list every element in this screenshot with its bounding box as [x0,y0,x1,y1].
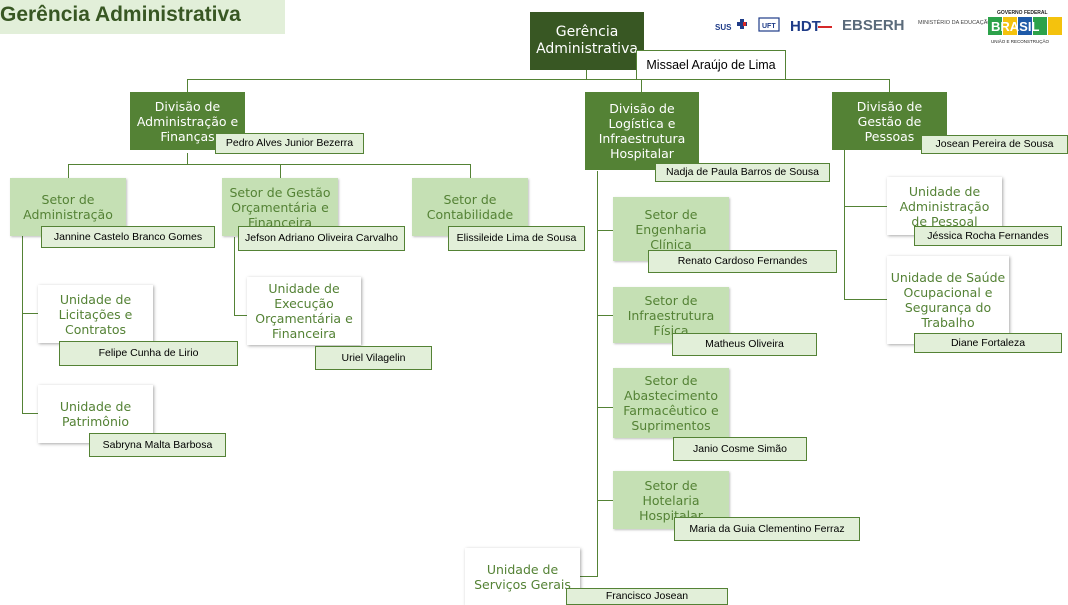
gov-logo-bottom: UNIÃO E RECONSTRUÇÃO [991,38,1050,44]
root-person: Missael Araújo de Lima [636,50,786,80]
person-janio: Janio Cosme Simão [673,437,807,461]
person-josean-pereira: Josean Pereira de Sousa [921,135,1068,154]
root-box: Gerência Administrativa [530,12,644,70]
hdt-logo: HDT [790,18,832,35]
mec-logo: MINISTÉRIO DA EDUCAÇÃO [918,19,992,26]
gov-logo-main: BRASIL [991,19,1039,34]
connector [68,164,69,178]
person-jefson: Jefson Adriano Oliveira Carvalho [238,226,405,251]
ebserh-logo: EBSERH [842,17,905,34]
unidade-servicos-gerais: Unidade de Serviços Gerais [465,548,580,605]
connector [280,164,281,178]
sus-logo-text: SUS [715,23,732,32]
page-title: Gerência Administrativa [0,3,241,26]
connector [187,79,188,92]
person-pedro: Pedro Alves Junior Bezerra [215,133,364,154]
connector [22,413,38,414]
person-renato: Renato Cardoso Fernandes [648,250,837,273]
hdt-logo-text: HDT [790,18,821,35]
setor-abastecimento-farmaceutico: Setor de Abastecimento Farmacêutico e Su… [613,368,729,438]
connector [187,79,890,80]
person-uriel: Uriel Vilagelin [315,346,432,370]
connector [597,171,598,577]
uft-logo: UFT [758,17,780,32]
person-felipe: Felipe Cunha de Lirio [59,341,238,366]
connector [187,153,188,164]
person-francisco: Francisco Josean [566,588,728,605]
person-sabryna: Sabryna Malta Barbosa [89,433,226,457]
mec-logo-text: MINISTÉRIO DA EDUCAÇÃO [918,19,992,26]
connector [844,206,887,207]
connector [22,236,23,414]
connector [597,315,613,316]
connector [22,313,38,314]
connector [597,500,613,501]
person-diane: Diane Fortaleza [914,333,1062,353]
connector [844,150,845,300]
connector [234,315,247,316]
unidade-execucao-orcamentaria: Unidade de Execução Orçamentária e Finan… [247,277,361,345]
connector [889,79,890,92]
person-matheus: Matheus Oliveira [672,333,817,356]
partner-logos: SUS UFT HDT EBSERH MINISTÉRIO DA EDUCAÇÃ… [715,10,1062,44]
connector [580,576,598,577]
gov-brasil-logo: GOVERNO FEDERAL BRASIL UNIÃO E RECONSTRU… [988,10,1062,44]
connector [68,164,471,165]
ebserh-logo-text: EBSERH [842,17,905,34]
person-maria-da-guia: Maria da Guia Clementino Ferraz [674,517,860,541]
gov-logo-top: GOVERNO FEDERAL [997,10,1048,16]
person-elissileide: Elissileide Lima de Sousa [448,226,585,251]
unidade-administracao-pessoal: Unidade de Administração de Pessoal [887,177,1002,235]
connector [586,70,587,80]
title-banner [0,0,285,34]
person-nadja: Nadja de Paula Barros de Sousa [655,163,830,182]
unidade-licitacoes-contratos: Unidade de Licitações e Contratos [38,285,153,343]
person-jessica: Jéssica Rocha Fernandes [914,226,1062,246]
sus-logo: SUS [715,19,747,32]
connector [844,299,887,300]
connector [470,164,471,178]
connector [641,79,642,92]
connector [597,230,613,231]
person-jannine: Jannine Castelo Branco Gomes [41,226,215,248]
connector [597,407,613,408]
uft-logo-text: UFT [762,23,776,30]
unidade-saude-ocupacional: Unidade de Saúde Ocupacional e Segurança… [887,256,1009,344]
connector [234,237,235,316]
division-logistica-infraestrutura: Divisão de Logística e Infraestrutura Ho… [585,92,699,170]
setor-infraestrutura-fisica: Setor de Infraestrutura Física [613,287,729,343]
